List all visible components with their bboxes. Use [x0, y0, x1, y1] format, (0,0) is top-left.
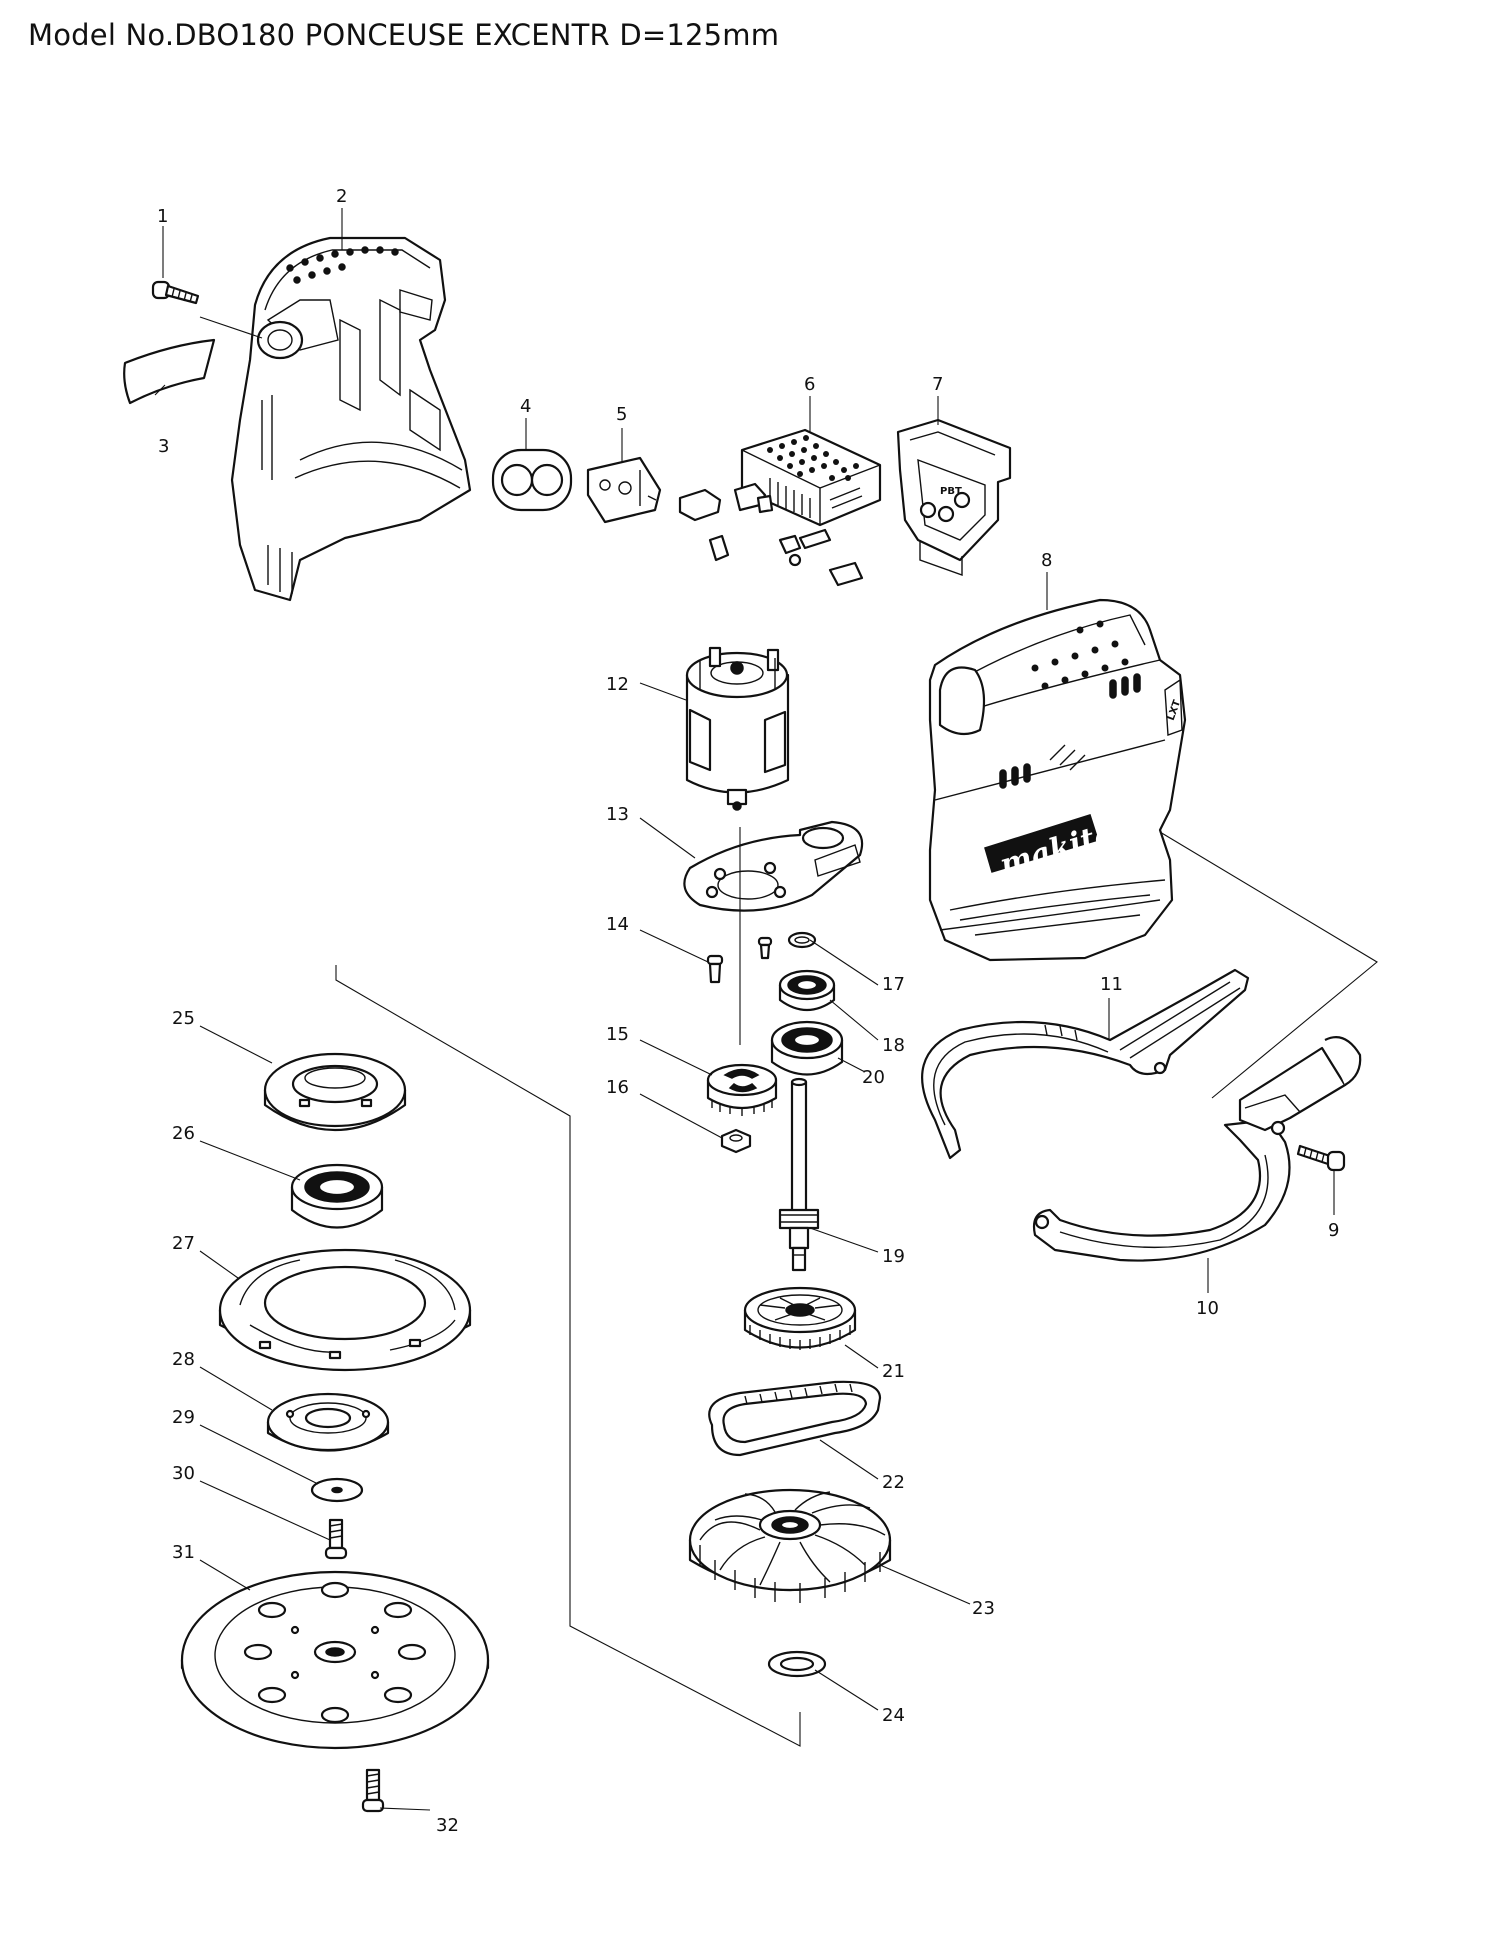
callout-5: 5 [616, 404, 627, 425]
leader-lines [154, 208, 1378, 1811]
callout-26: 26 [172, 1123, 195, 1144]
callout-2: 2 [336, 186, 347, 207]
part-29-washer[interactable] [310, 1477, 364, 1503]
part-20-bearing[interactable] [770, 1020, 844, 1076]
part-28-bearing-retainer[interactable] [266, 1392, 390, 1452]
callout-11: 11 [1100, 974, 1123, 995]
callout-3: 3 [158, 436, 169, 457]
callout-12: 12 [606, 674, 629, 695]
part-6-controller[interactable] [678, 428, 882, 587]
callout-23: 23 [972, 1598, 995, 1619]
callout-4: 4 [520, 396, 531, 417]
callout-labels: 1 2 3 4 5 6 7 8 9 10 11 12 13 14 15 16 1… [157, 186, 1339, 1836]
callout-14: 14 [606, 914, 629, 935]
part-2-housing-half[interactable] [230, 236, 472, 602]
callout-10: 10 [1196, 1298, 1219, 1319]
part-16-nut[interactable] [720, 1128, 752, 1154]
small-screw[interactable] [757, 936, 773, 960]
part-5-switch[interactable] [586, 456, 662, 524]
callout-32: 32 [436, 1815, 459, 1836]
part-19-shaft[interactable] [778, 1077, 820, 1272]
callout-8: 8 [1041, 550, 1052, 571]
callout-29: 29 [172, 1407, 195, 1428]
callout-9: 9 [1328, 1220, 1339, 1241]
part-9-screw[interactable] [1296, 1144, 1346, 1172]
callout-13: 13 [606, 804, 629, 825]
part-12-motor[interactable] [685, 646, 790, 811]
part-27-pad-holder[interactable] [218, 1248, 472, 1372]
callout-25: 25 [172, 1008, 195, 1029]
part-30-screw[interactable] [324, 1518, 348, 1560]
callout-17: 17 [882, 974, 905, 995]
callout-28: 28 [172, 1349, 195, 1370]
callout-1: 1 [157, 206, 168, 227]
callout-24: 24 [882, 1705, 905, 1726]
part-8-housing[interactable]: LXT makita [928, 598, 1187, 962]
callout-15: 15 [606, 1024, 629, 1045]
part-22-belt[interactable] [708, 1380, 882, 1457]
callout-22: 22 [882, 1472, 905, 1493]
part-17-retaining-ring[interactable] [787, 931, 817, 949]
callout-7: 7 [932, 374, 943, 395]
callout-31: 31 [172, 1542, 195, 1563]
callout-19: 19 [882, 1246, 905, 1267]
part-32-screw[interactable] [361, 1768, 385, 1813]
part-7-battery-terminal[interactable]: PBT [896, 418, 1012, 576]
part-21-pulley[interactable] [743, 1286, 857, 1350]
part-15-gear[interactable] [706, 1063, 778, 1116]
part-4-switch-cover[interactable] [491, 448, 573, 512]
callout-18: 18 [882, 1035, 905, 1056]
page-title: Model No.DBO180 PONCEUSE EXCENTR D=125mm [28, 18, 780, 52]
callout-27: 27 [172, 1233, 195, 1254]
callout-21: 21 [882, 1361, 905, 1382]
part-25-cover-ring[interactable] [263, 1052, 407, 1131]
part-18-bearing[interactable] [778, 969, 836, 1012]
pbt-marking: PBT [940, 486, 962, 497]
part-3-label[interactable] [123, 338, 216, 405]
part-13-fan-baffle[interactable] [683, 820, 864, 912]
part-24-washer[interactable] [767, 1650, 827, 1678]
callout-16: 16 [606, 1077, 629, 1098]
part-31-sanding-pad[interactable] [180, 1570, 490, 1750]
callout-30: 30 [172, 1463, 195, 1484]
part-1-screw[interactable] [151, 280, 200, 305]
part-14-screw[interactable] [706, 954, 724, 984]
part-10-dust-clamp[interactable] [1032, 1036, 1362, 1262]
part-11-dust-frame[interactable] [921, 968, 1250, 1160]
part-26-bearing[interactable] [290, 1163, 384, 1229]
callout-6: 6 [804, 374, 815, 395]
callout-20: 20 [862, 1067, 885, 1088]
part-23-fan[interactable] [688, 1488, 892, 1603]
